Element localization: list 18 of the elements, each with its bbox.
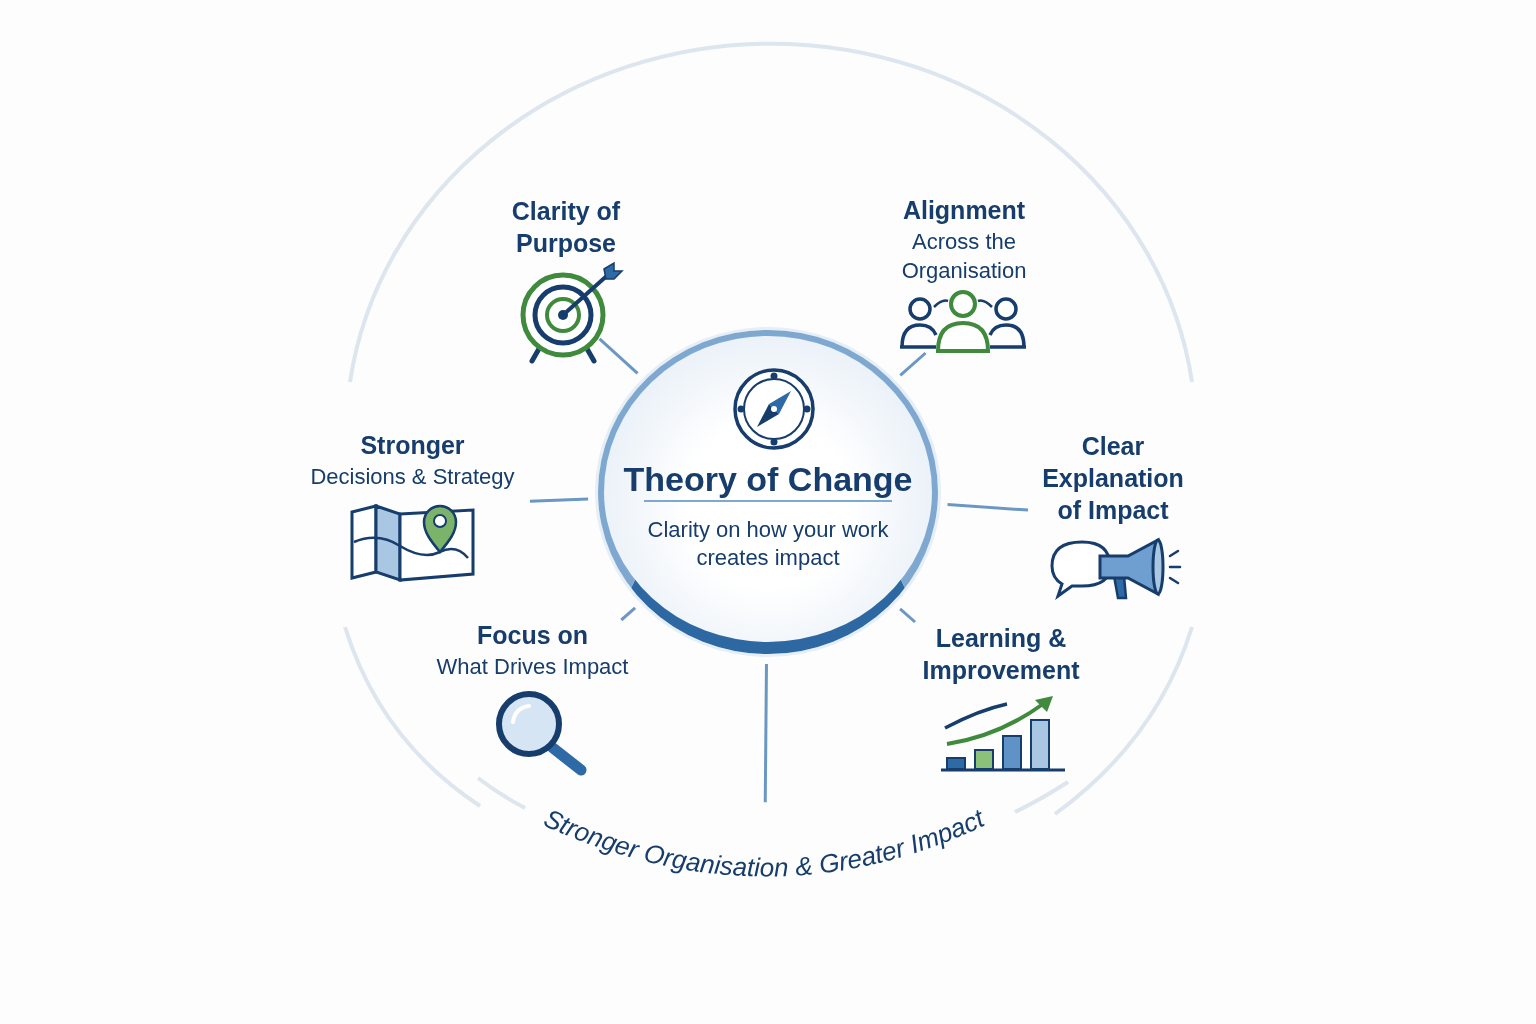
connector-line (899, 607, 917, 624)
benefit-description: What Drives Impact (435, 653, 630, 681)
connector-line (620, 606, 637, 622)
subtitle: Clarity on how your work creates impact (646, 516, 890, 571)
benefit-heading: Learning & Improvement (921, 623, 1081, 686)
benefit-description: Across the Organisation (900, 228, 1028, 285)
benefit-heading: Clear Explanation of Impact (1041, 431, 1185, 526)
connector-line (947, 503, 1029, 512)
connector-line (598, 337, 639, 375)
benefit-description: Decisions & Strategy (309, 463, 516, 491)
benefit-heading: Alignment (901, 195, 1027, 226)
connector-line (529, 497, 589, 503)
circle-heading: Theory of Change (622, 459, 914, 500)
benefit-heading: Stronger (359, 430, 466, 461)
connector-line (763, 663, 768, 803)
benefit-heading: Focus on (475, 620, 590, 651)
benefit-heading: Clarity of Purpose (510, 196, 622, 259)
connector-line (899, 351, 927, 377)
